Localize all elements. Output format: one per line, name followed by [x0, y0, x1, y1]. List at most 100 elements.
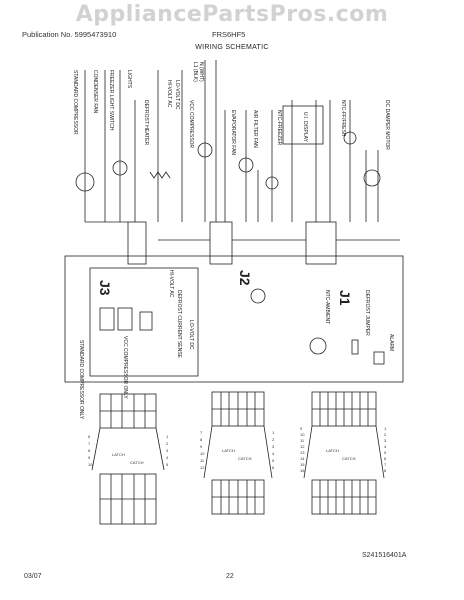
- label-hi-volt-ac: HI-VOLT AC: [166, 80, 172, 108]
- connector-j2-strip: [209, 221, 233, 265]
- control-board: [64, 255, 404, 383]
- ntc-ff-thermistor-symbol: [343, 131, 357, 145]
- label-lights: LIGHTS: [126, 70, 132, 89]
- connector-right-catch: CATCH: [342, 456, 356, 461]
- relay-2: [117, 307, 133, 331]
- label-dc-damper-motor: DC DAMPER MOTOR: [384, 100, 390, 150]
- alarm-buzzer-symbol: [373, 351, 385, 365]
- pin-number: 8: [200, 437, 203, 442]
- pin-number: 9: [88, 455, 91, 460]
- pin-number: 7: [384, 462, 387, 467]
- pin-number: 11: [300, 438, 305, 443]
- pin-number: 7: [88, 441, 91, 446]
- board-label-defrost-jumper: DEFROST JUMPER: [364, 290, 370, 336]
- connector-right-latch: LATCH: [326, 448, 339, 453]
- label-ui-display: U.I. DISPLAY: [302, 112, 308, 143]
- pin-number: 10: [300, 432, 305, 437]
- transistor-symbol: [250, 288, 266, 304]
- board-label-j1: J1: [337, 290, 353, 306]
- pin-number: 6: [88, 434, 91, 439]
- label-air-filter-fan: AIR FILTER FAN: [252, 110, 258, 148]
- compressor-symbol: [75, 172, 95, 192]
- board-label-defrost-current-sense: DEFROST CURRENT SENSE: [176, 290, 182, 359]
- pin-number: 4: [166, 455, 169, 460]
- connector-left-catch: CATCH: [130, 460, 144, 465]
- pin-number: 2: [166, 441, 169, 446]
- connector-j1-strip: [305, 221, 337, 265]
- label-vcc-compressor: VCC COMPRESSOR: [188, 100, 194, 148]
- pin-number: 2: [272, 437, 275, 442]
- label-standard-compressor: STANDARD COMPRESSOR: [72, 70, 78, 135]
- board-label-alarm: ALARM: [388, 334, 394, 351]
- pin-number: 2: [384, 432, 387, 437]
- label-evaporator-fan: EVAPORATOR FAN: [230, 110, 236, 155]
- label-l1: L1 (BLK): [192, 62, 198, 82]
- pin-number: 1: [272, 430, 275, 435]
- label-ntc-ff: NTC-FF/FRESH: [340, 100, 346, 137]
- defrost-jumper-symbol: [351, 339, 359, 355]
- pin-number: 4: [384, 444, 387, 449]
- pin-number: 16: [300, 468, 305, 473]
- part-number: S241516401A: [362, 552, 407, 559]
- pin-number: 13: [300, 450, 305, 455]
- label-lo-volt-dc: LO-VOLT DC: [174, 80, 180, 110]
- footer-date: 03/07: [24, 573, 42, 580]
- label-freezer-light-switch: FREEZER LIGHT SWITCH: [108, 70, 114, 131]
- pin-number: 5: [166, 462, 169, 467]
- relay-1: [99, 307, 115, 331]
- model-number: FRS6HF5: [212, 30, 246, 39]
- pin-number: 14: [300, 456, 305, 461]
- air-filter-fan-motor-symbol: [238, 157, 254, 173]
- board-label-hi-volt-ac: HI-VOLT AC: [168, 270, 174, 298]
- ntc-freezer-thermistor-symbol: [265, 176, 279, 190]
- label-ntc-freezer: NTC-FREEZER: [276, 110, 282, 146]
- pin-number: 11: [200, 458, 205, 463]
- pin-number: 8: [88, 448, 91, 453]
- pin-number: 10: [200, 451, 205, 456]
- board-label-j2: J2: [237, 270, 253, 286]
- footer-page-number: 22: [226, 573, 234, 580]
- connector-mid-catch: CATCH: [238, 456, 252, 461]
- label-condenser-fan: CONDENSER FAN: [92, 70, 98, 113]
- pin-number: 8: [384, 468, 387, 473]
- pin-number: 5: [272, 458, 275, 463]
- board-label-ntc-ambient: NTC-AMBIENT: [324, 290, 330, 324]
- condenser-fan-motor-symbol: [112, 160, 128, 176]
- label-defrost-heater: DEFROST HEATER: [143, 100, 149, 145]
- defrost-heater-symbol: [149, 171, 171, 179]
- pin-number: 15: [300, 462, 305, 467]
- board-label-standard-compressor-only: STANDARD COMPRESSOR ONLY: [78, 340, 84, 420]
- ntc-ambient-symbol: [309, 337, 327, 355]
- pin-number: 12: [300, 444, 305, 449]
- evaporator-fan-motor-symbol: [197, 142, 213, 158]
- connector-mid-latch: LATCH: [222, 448, 235, 453]
- pin-number: 7: [200, 430, 203, 435]
- connector-pin-numbers: 1234567891012345678910111212345678910111…: [88, 426, 387, 473]
- watermark: AppliancePartsPros.com: [75, 2, 389, 27]
- relay-block: [89, 267, 199, 377]
- pin-number: 6: [384, 456, 387, 461]
- label-n: N (WHT): [198, 62, 204, 82]
- board-label-vcc-compressor-only: VCC COMPRESSOR ONLY: [122, 336, 128, 399]
- relay-3: [139, 311, 153, 331]
- connector-j3-strip: [127, 221, 147, 265]
- publication-number: Publication No. 5995473910: [22, 30, 117, 39]
- pin-number: 4: [272, 451, 275, 456]
- page-title: WIRING SCHEMATIC: [195, 44, 269, 51]
- pin-number: 3: [166, 448, 169, 453]
- pin-number: 9: [200, 444, 203, 449]
- pin-number: 3: [272, 444, 275, 449]
- board-label-j3: J3: [97, 280, 113, 296]
- pin-number: 9: [300, 426, 303, 431]
- pin-number: 5: [384, 450, 387, 455]
- board-label-lo-volt-dc: LO-VOLT DC: [188, 320, 194, 350]
- damper-motor-symbol: [363, 169, 381, 187]
- pin-number: 6: [272, 465, 275, 470]
- pin-number: 12: [200, 465, 205, 470]
- pin-number: 1: [384, 426, 387, 431]
- pin-number: 10: [88, 462, 93, 467]
- pin-number: 1: [166, 434, 169, 439]
- ui-display-box: [282, 105, 324, 145]
- pin-number: 3: [384, 438, 387, 443]
